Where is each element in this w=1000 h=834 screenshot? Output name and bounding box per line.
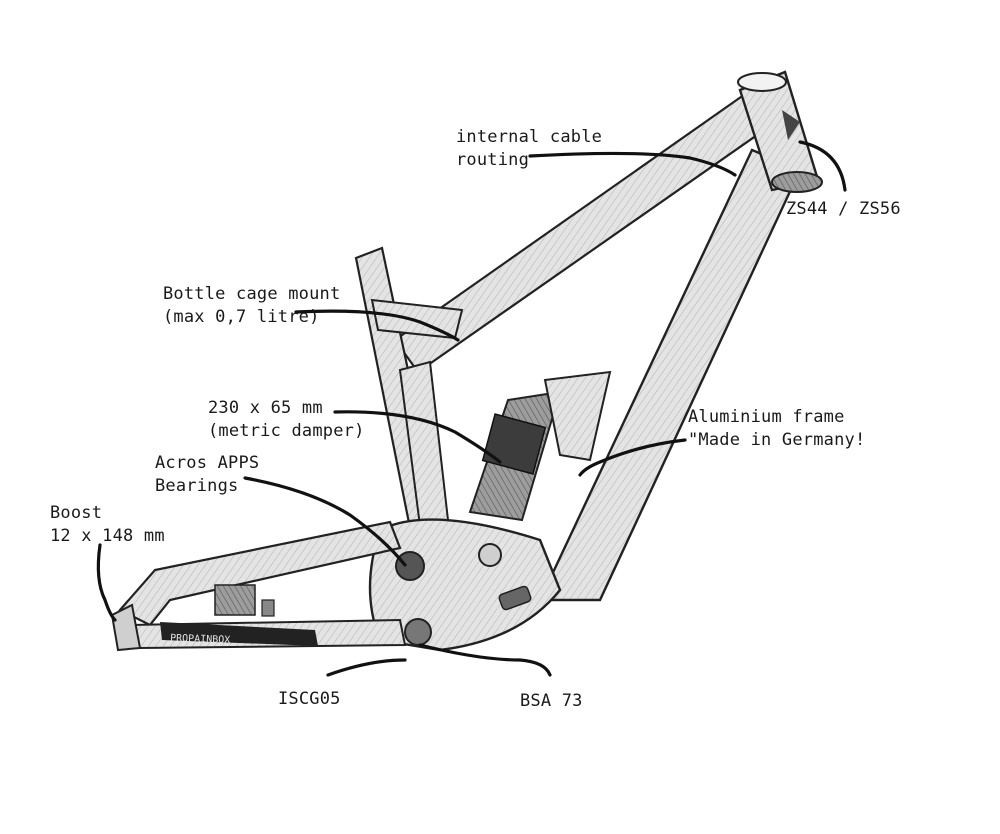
seat-tube bbox=[354, 246, 464, 530]
callout-cable-routing-line1: internal cable bbox=[456, 127, 603, 147]
leader-headset bbox=[798, 140, 847, 192]
head-tube bbox=[737, 70, 823, 193]
callout-damper: 230 x 65 mm (metric damper) bbox=[208, 397, 365, 443]
callout-bottle-cage: Bottle cage mount (max 0,7 litre) bbox=[163, 283, 340, 329]
callout-bsa: BSA 73 bbox=[520, 690, 583, 713]
leader-damper bbox=[333, 410, 502, 464]
callout-frame-material-line2: "Made in Germany! bbox=[688, 430, 866, 450]
chainstay-logo: PROPAINBOX bbox=[170, 633, 231, 646]
callout-bearings-line1: Acros APPS bbox=[155, 453, 260, 473]
leader-lines bbox=[96, 140, 847, 677]
leader-cable-routing bbox=[528, 151, 737, 177]
callout-headset: ZS44 / ZS56 bbox=[786, 198, 901, 221]
leader-iscg bbox=[326, 658, 407, 677]
callout-frame-material-line1: Aluminium frame bbox=[688, 407, 845, 427]
callout-iscg-line1: ISCG05 bbox=[278, 689, 341, 709]
callout-iscg: ISCG05 bbox=[278, 688, 341, 711]
leader-boost bbox=[96, 543, 117, 622]
chainstay: PROPAINBOX bbox=[110, 520, 407, 652]
callout-headset-line1: ZS44 / ZS56 bbox=[786, 199, 901, 219]
callout-bottle-cage-line1: Bottle cage mount bbox=[163, 284, 341, 304]
callout-boost-line1: Boost bbox=[50, 503, 103, 523]
callout-bearings: Acros APPS Bearings bbox=[155, 452, 259, 498]
callout-boost: Boost 12 x 148 mm bbox=[50, 502, 165, 548]
leader-bottle-cage bbox=[294, 309, 460, 342]
callout-bottle-cage-line2: (max 0,7 litre) bbox=[163, 307, 320, 327]
leader-bearings bbox=[243, 476, 407, 567]
bottom-bracket-area bbox=[368, 518, 562, 652]
callout-boost-line2: 12 x 148 mm bbox=[50, 526, 165, 546]
leader-frame-material bbox=[578, 438, 687, 477]
callout-damper-line2: (metric damper) bbox=[208, 421, 365, 441]
callout-cable-routing: internal cable routing bbox=[456, 126, 602, 172]
callout-damper-line1: 230 x 65 mm bbox=[208, 398, 323, 418]
callout-bsa-line1: BSA 73 bbox=[520, 691, 583, 711]
callout-cable-routing-line2: routing bbox=[456, 150, 530, 170]
leader-bsa bbox=[418, 643, 552, 677]
callout-bearings-line2: Bearings bbox=[155, 476, 239, 496]
callout-frame-material: Aluminium frame "Made in Germany! bbox=[688, 406, 865, 452]
